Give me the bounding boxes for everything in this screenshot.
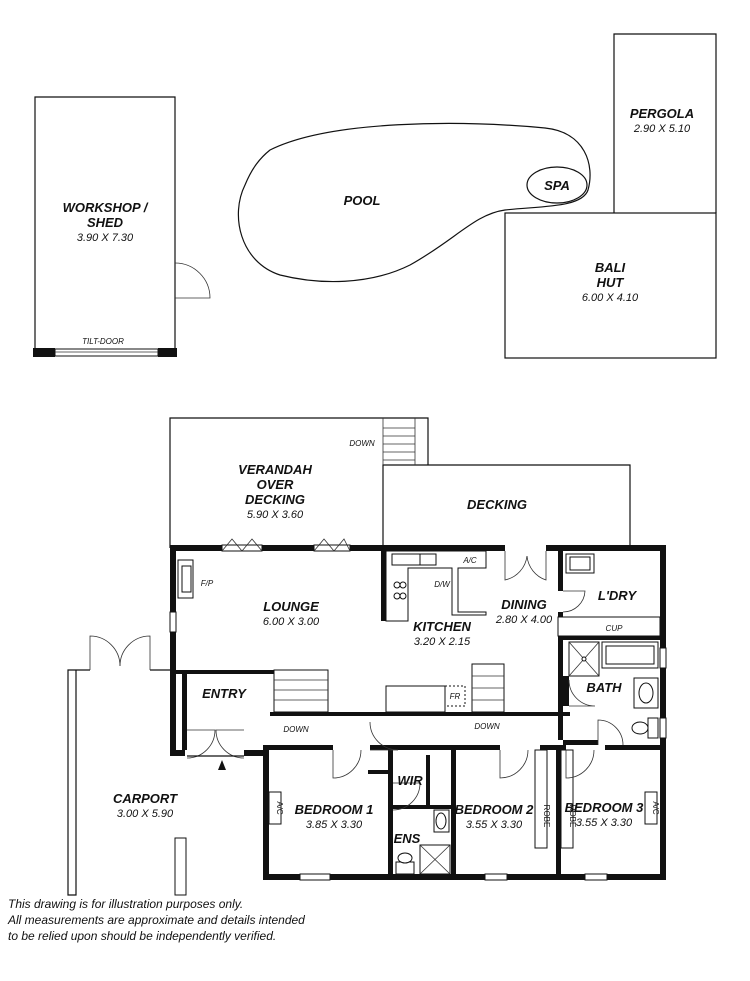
cupboard-label: CUP [606,624,624,633]
room-labels: LOUNGE 6.00 X 3.00 KITCHEN 3.20 X 2.15 D… [202,588,660,846]
pool-area: POOL SPA [237,122,591,283]
fireplace-label: F/P [201,579,214,588]
ac-kitchen-label: A/C [462,556,477,565]
spa-label: SPA [544,178,570,193]
pool-label: POOL [344,193,381,208]
down-stairs-label: DOWN [349,439,375,448]
bedroom2-dims: 3.55 X 3.30 [466,819,523,831]
carport-label: CARPORT [113,791,178,806]
dining-dims: 2.80 X 4.00 [495,614,553,626]
bedroom2-label: BEDROOM 2 [455,802,535,817]
verandah-label-3: DECKING [245,492,305,507]
workshop-shed: WORKSHOP / SHED 3.90 X 7.30 TILT-DOOR [33,96,211,357]
verandah-label-2: OVER [257,477,294,492]
wir-label: WIR [397,773,423,788]
verandah-label: VERANDAH [238,462,312,477]
fixtures: F/P A/C D/W CUP [177,538,661,875]
kitchen-label: KITCHEN [413,619,471,634]
fridge-label: FR [450,692,461,701]
ens-label: ENS [394,831,421,846]
workshop-label-2: SHED [87,215,124,230]
disclaimer: This drawing is for illustration purpose… [8,896,428,944]
dining-label: DINING [501,597,547,612]
verandah-dims: 5.90 X 3.60 [247,509,304,521]
pergola-dims: 2.90 X 5.10 [633,123,691,135]
down-hall-right-label: DOWN [474,722,500,731]
tilt-door-label: TILT-DOOR [82,337,124,346]
robe-label-bed2: ROBE [542,805,551,828]
ac-bed3-label: A/C [651,801,660,815]
pergola: PERGOLA 2.90 X 5.10 [613,33,717,213]
bedroom3-dims: 3.55 X 3.30 [576,817,633,829]
workshop-label: WORKSHOP / [63,200,149,215]
carport: CARPORT 3.00 X 5.90 [67,635,187,896]
ac-bed1-label: A/C [275,801,284,815]
bedroom1-label: BEDROOM 1 [295,802,374,817]
bali-hut: BALI HUT 6.00 X 4.10 [504,212,717,359]
kitchen-dims: 3.20 X 2.15 [414,636,471,648]
entry-label: ENTRY [202,686,247,701]
bali-hut-label: BALI [595,260,626,275]
workshop-dims: 3.90 X 7.30 [77,232,134,244]
laundry-label: L'DRY [598,588,638,603]
decking-label: DECKING [467,497,527,512]
disclaimer-line-2: All measurements are approximate and det… [8,913,305,927]
robe-label-bed3: ROBE [568,805,577,828]
disclaimer-line-3: to be relied upon should be independentl… [8,929,277,943]
pergola-label: PERGOLA [630,106,694,121]
bedroom1-dims: 3.85 X 3.30 [306,819,363,831]
disclaimer-line-1: This drawing is for illustration purpose… [8,897,244,911]
bali-hut-dims: 6.00 X 4.10 [582,292,639,304]
lounge-label: LOUNGE [263,599,319,614]
lounge-dims: 6.00 X 3.00 [263,616,320,628]
verandah-decking: DOWN VERANDAH OVER DECKING 5.90 X 3.60 D… [169,417,631,548]
bedroom3-label: BEDROOM 3 [565,800,645,815]
bali-hut-label-2: HUT [597,275,625,290]
down-hall-left-label: DOWN [283,725,309,734]
carport-dims: 3.00 X 5.90 [117,808,174,820]
house-walls [169,544,667,881]
bath-label: BATH [586,680,622,695]
dishwasher-label: D/W [434,580,451,589]
